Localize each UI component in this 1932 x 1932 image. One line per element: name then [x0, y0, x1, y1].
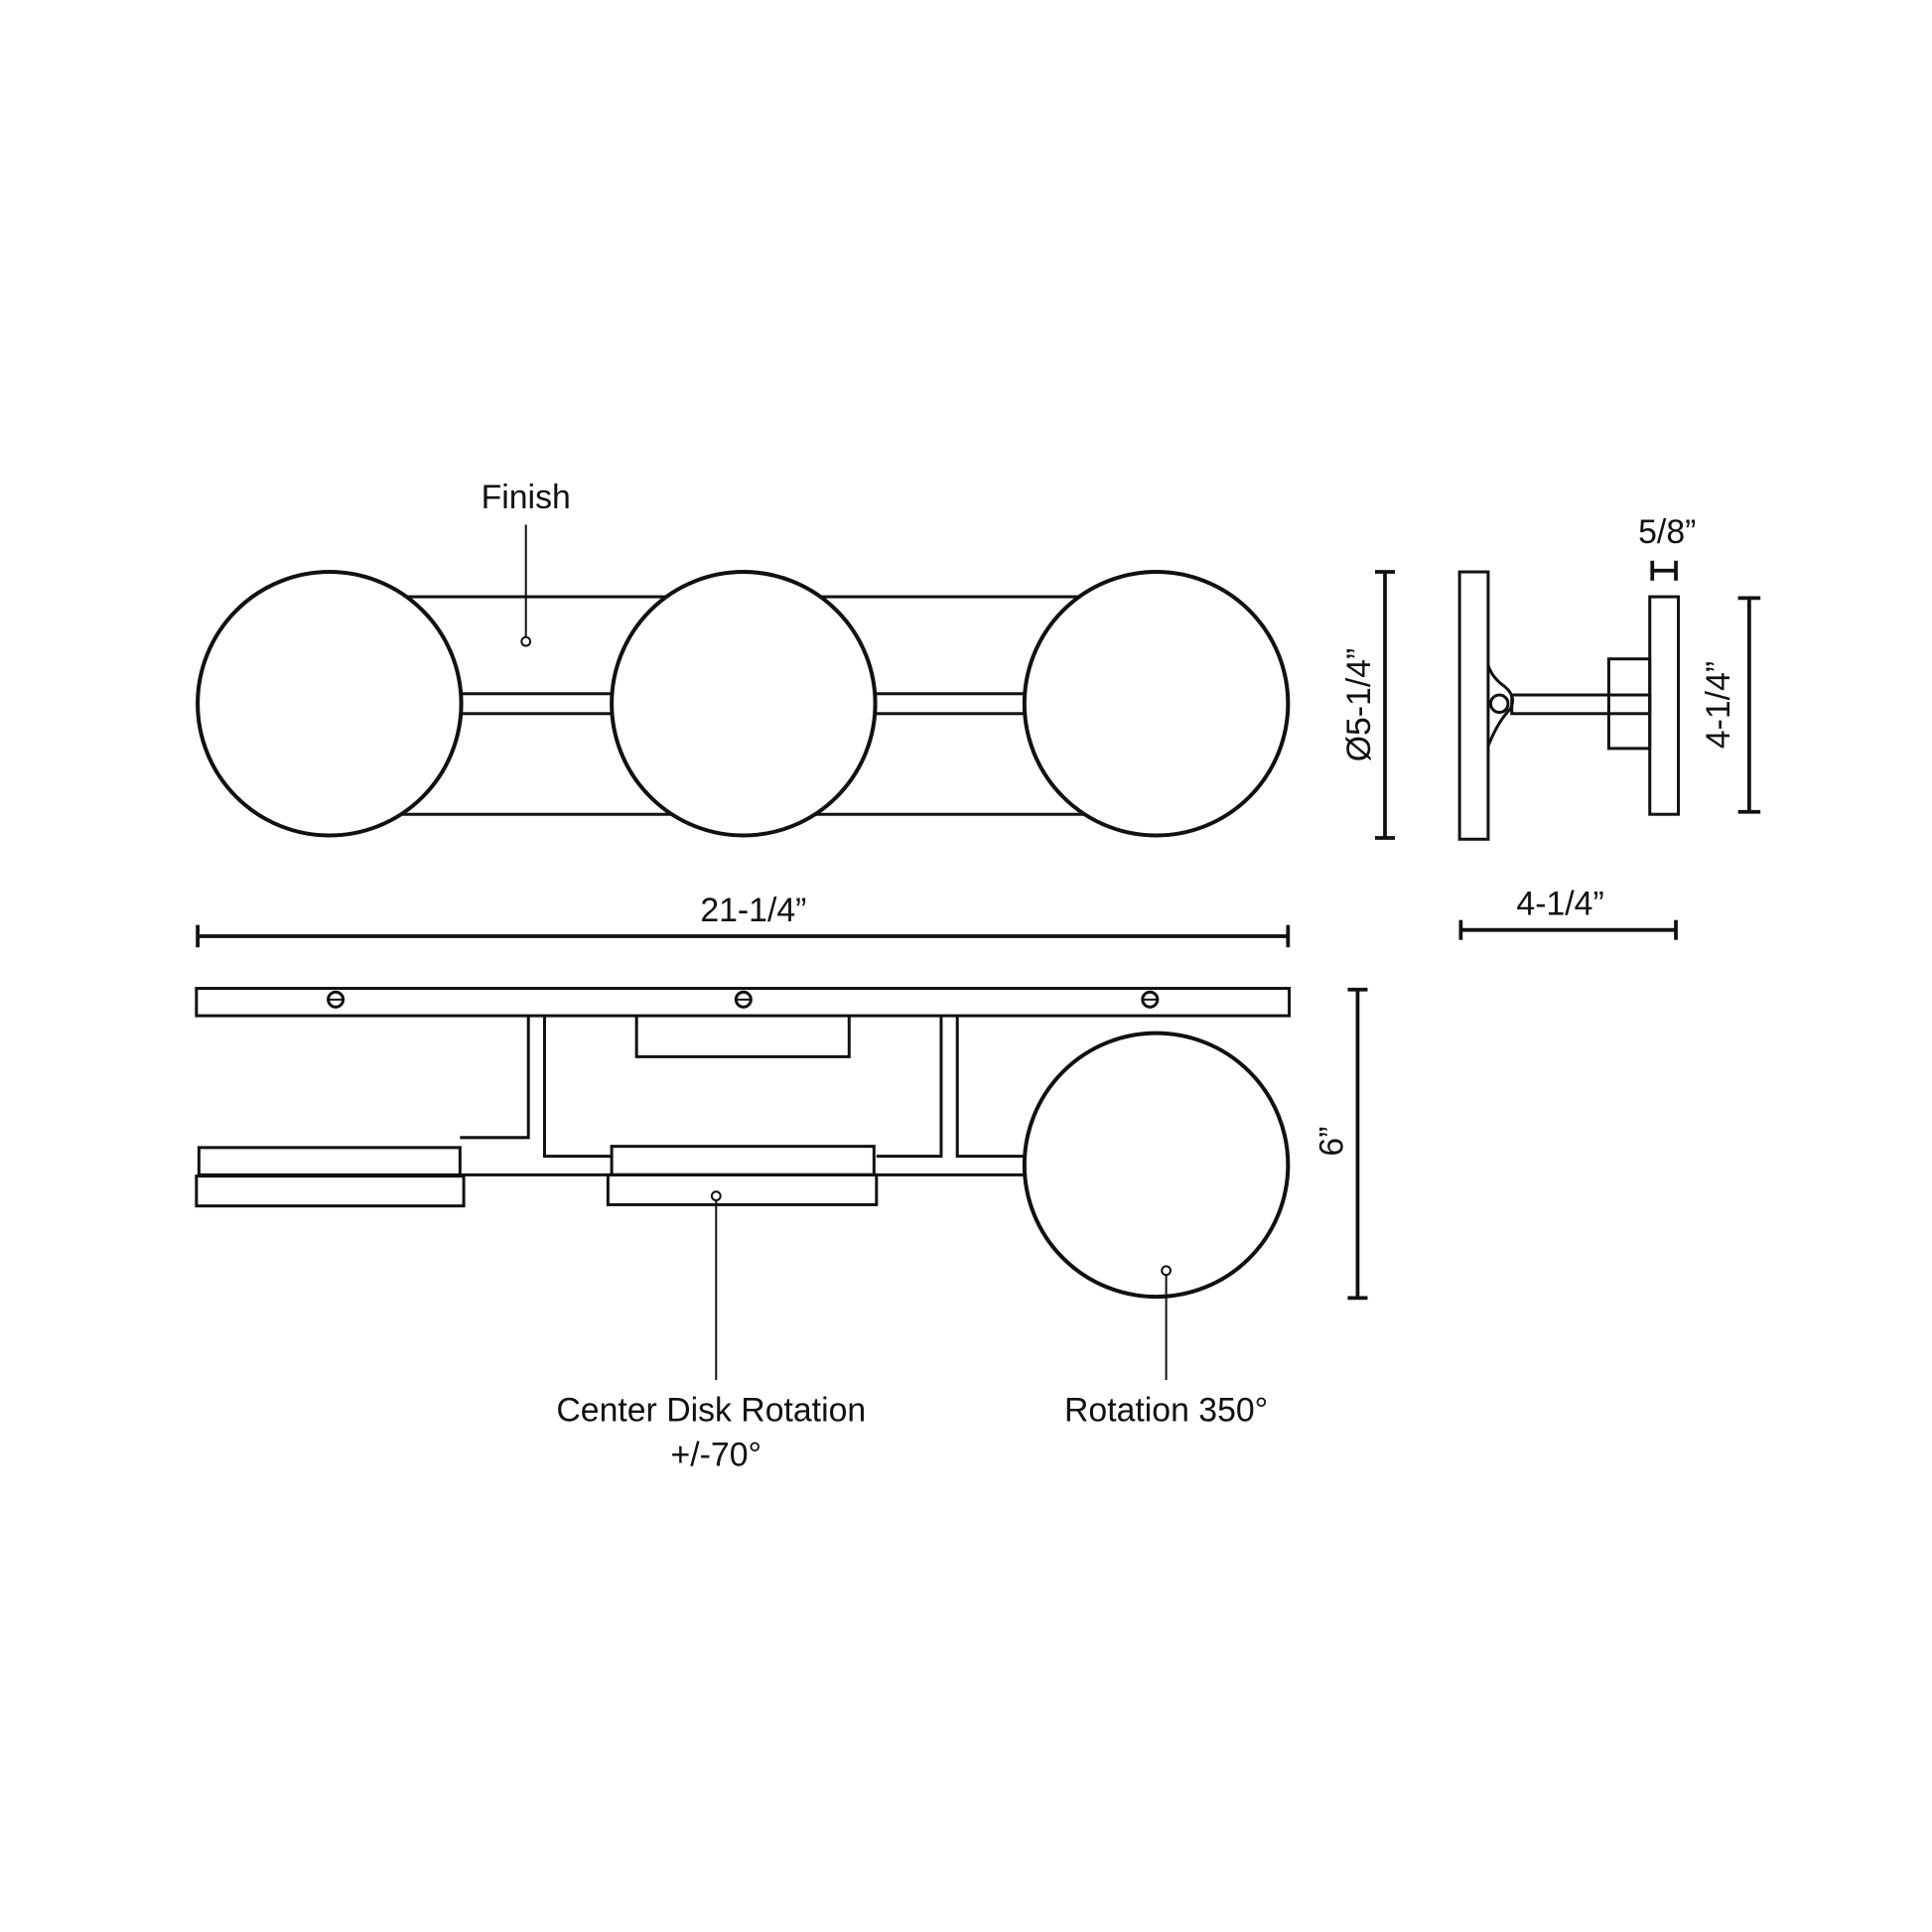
center-disk-marker: [710, 1190, 722, 1202]
disk-right: [1022, 570, 1291, 838]
swivel-pin: [1488, 693, 1510, 715]
disk-diameter-label: Ø5-1/4”: [1340, 648, 1378, 762]
rotation-marker: [1161, 1265, 1172, 1277]
canopy-thickness-dimension: 5/8”: [1638, 513, 1696, 581]
canopy-thickness-label: 5/8”: [1638, 513, 1696, 551]
disk-left-rim: [197, 1146, 462, 1176]
canopy-side: [1648, 595, 1681, 816]
finish-marker: [520, 635, 532, 647]
center-canopy: [634, 1016, 851, 1058]
disk-diameter-dimension: Ø5-1/4”: [1340, 570, 1396, 840]
top-view: Center Disk Rotation +/-70° Rotation 350…: [195, 987, 1292, 1473]
screw-icons: [327, 990, 1160, 1009]
extension-dimension: 4-1/4”: [1458, 886, 1678, 940]
overall-width-dimension: 21-1/4”: [196, 892, 1291, 948]
canopy-height-label: 4-1/4”: [1700, 661, 1737, 749]
arm-stems: [460, 1016, 1027, 1159]
height-dimension: 6”: [1312, 987, 1368, 1301]
disk-left: [196, 570, 464, 838]
disk-left-edge: [195, 1174, 466, 1208]
center-disk-rotation-label: Center Disk Rotation: [556, 1391, 866, 1429]
height-label: 6”: [1312, 1127, 1350, 1157]
overall-width-label: 21-1/4”: [700, 892, 806, 929]
disk-right-rotated: [1022, 1031, 1291, 1300]
disk-side: [1457, 570, 1490, 841]
mounting-collar: [1606, 657, 1652, 751]
side-arm: [1510, 693, 1652, 716]
backplate-top: [195, 987, 1292, 1018]
side-view: [1457, 570, 1681, 841]
disk-center-edge: [606, 1173, 879, 1206]
center-disk-rotation-angle: +/-70°: [671, 1436, 762, 1473]
canopy-height-dimension: 4-1/4”: [1700, 596, 1761, 814]
disk-center-rim: [610, 1145, 876, 1176]
rotation-label: Rotation 350°: [1064, 1391, 1268, 1429]
disk-center: [610, 570, 878, 838]
extension-label: 4-1/4”: [1516, 886, 1603, 923]
finish-label: Finish: [482, 479, 571, 516]
front-view: Finish: [196, 479, 1291, 838]
